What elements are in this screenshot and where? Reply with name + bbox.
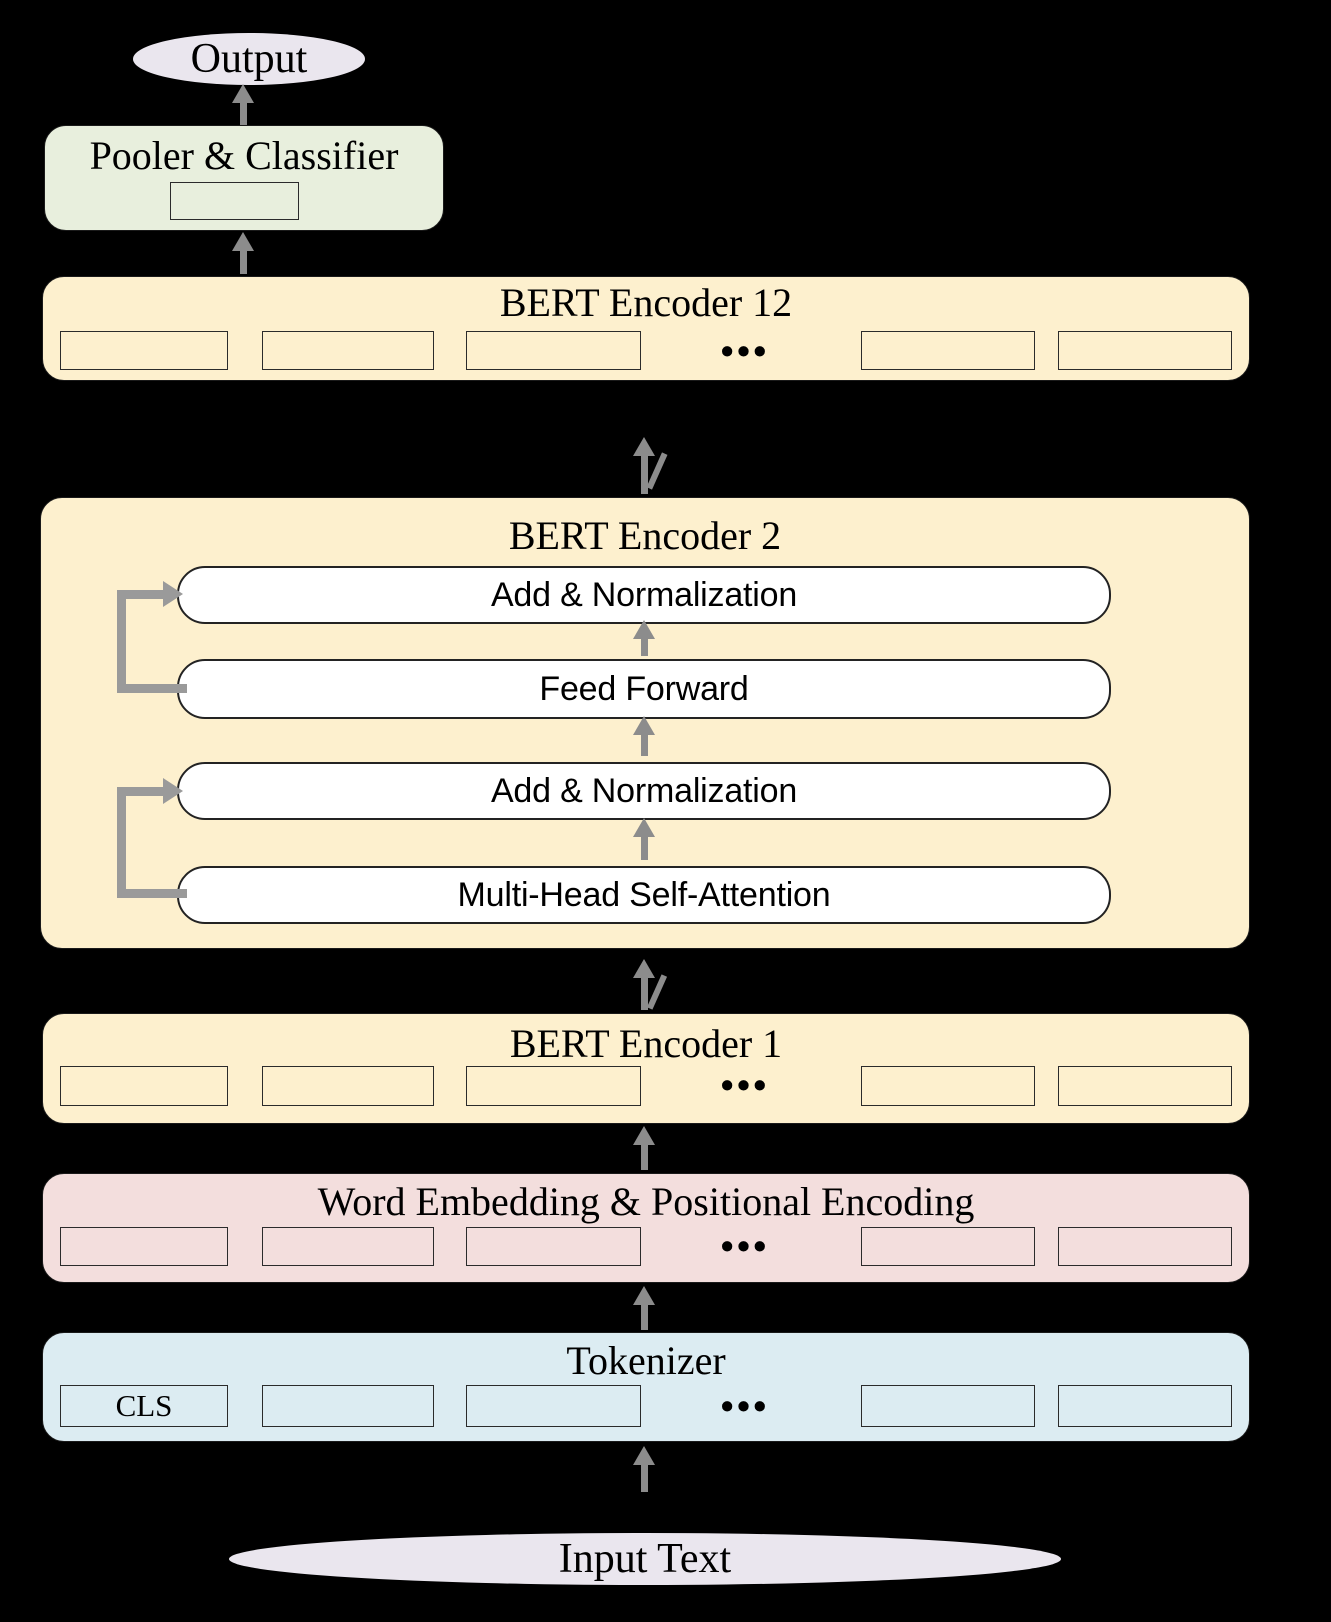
residual-ff-arrowhead: [163, 581, 183, 607]
encoder12-cell-2[interactable]: [466, 331, 641, 370]
bert-encoder-2-title: BERT Encoder 2: [508, 513, 782, 558]
encoder2-feed-forward[interactable]: Feed Forward: [177, 659, 1111, 719]
residual-mhsa-top-segment: [117, 787, 169, 796]
residual-mhsa-vertical-segment: [117, 787, 126, 898]
arrow-encoder12-to-pooler-head: [232, 232, 254, 251]
break-slash-lower-icon: [646, 974, 668, 1010]
encoder12-cell-1[interactable]: [262, 331, 434, 370]
embedding-cell-4[interactable]: [1058, 1227, 1232, 1266]
arrow-pooler-to-output-head: [232, 84, 254, 103]
word-embedding-panel[interactable]: Word Embedding & Positional Encoding: [42, 1173, 1250, 1283]
pooler-classifier-panel[interactable]: Pooler & Classifier: [44, 125, 444, 231]
arrow-addnorm1-to-ff-head: [633, 716, 655, 735]
encoder12-ellipsis: •••: [720, 331, 770, 373]
encoder1-cell-2[interactable]: [466, 1066, 641, 1106]
input-text-node[interactable]: Input Text: [229, 1533, 1061, 1585]
embedding-cell-1[interactable]: [262, 1227, 434, 1266]
arrow-encoder1-to-encoder2: [641, 974, 648, 1010]
arrow-ff-to-addnorm2: [641, 632, 648, 656]
encoder2-add-norm-1[interactable]: Add & Normalization: [177, 762, 1111, 820]
encoder1-ellipsis: •••: [720, 1065, 770, 1107]
arrow-encoder2-to-encoder12-head: [633, 437, 655, 456]
encoder12-cell-0[interactable]: [60, 331, 228, 370]
encoder1-cell-3[interactable]: [861, 1066, 1035, 1106]
tokenizer-title: Tokenizer: [566, 1338, 726, 1383]
tokenizer-ellipsis: •••: [720, 1386, 770, 1428]
tokenizer-panel[interactable]: Tokenizer: [42, 1332, 1250, 1442]
pooler-cls-cell[interactable]: [170, 182, 299, 220]
arrow-ff-to-addnorm2-head: [633, 620, 655, 639]
encoder1-cell-1[interactable]: [262, 1066, 434, 1106]
arrow-input-to-tokenizer: [641, 1460, 648, 1492]
pooler-classifier-title: Pooler & Classifier: [89, 133, 399, 178]
embedding-cell-2[interactable]: [466, 1227, 641, 1266]
tokenizer-cell-4[interactable]: [1058, 1385, 1232, 1427]
bert-encoder-1-panel[interactable]: BERT Encoder 1: [42, 1013, 1250, 1124]
arrow-tokenizer-to-embedding: [641, 1300, 648, 1330]
encoder12-cell-3[interactable]: [861, 331, 1035, 370]
encoder2-multi-head-self-attention[interactable]: Multi-Head Self-Attention: [177, 866, 1111, 924]
output-node[interactable]: Output: [133, 33, 365, 85]
tokenizer-cell-1[interactable]: [262, 1385, 434, 1427]
arrow-embedding-to-encoder1-head: [633, 1126, 655, 1145]
tokenizer-cell-2[interactable]: [466, 1385, 641, 1427]
tokenizer-cell-3[interactable]: [861, 1385, 1035, 1427]
arrow-mhsa-to-addnorm1: [641, 832, 648, 860]
bert-encoder-12-title: BERT Encoder 12: [499, 280, 793, 325]
input-text-node-label: Input Text: [558, 1536, 732, 1582]
arrow-encoder12-to-pooler: [240, 247, 247, 274]
arrow-tokenizer-to-embedding-head: [633, 1286, 655, 1305]
encoder1-cell-0[interactable]: [60, 1066, 228, 1106]
arrow-pooler-to-output: [240, 98, 247, 126]
embedding-ellipsis: •••: [720, 1226, 770, 1268]
encoder1-cell-4[interactable]: [1058, 1066, 1232, 1106]
embedding-cell-0[interactable]: [60, 1227, 228, 1266]
residual-ff-top-segment: [117, 590, 169, 599]
bert-encoder-1-title: BERT Encoder 1: [509, 1021, 783, 1066]
arrow-input-to-tokenizer-head: [633, 1446, 655, 1465]
arrow-encoder1-to-encoder2-head: [633, 959, 655, 978]
residual-mhsa-arrowhead: [163, 778, 183, 804]
bert-encoder-12-panel[interactable]: BERT Encoder 12: [42, 276, 1250, 381]
arrow-mhsa-to-addnorm1-head: [633, 818, 655, 837]
arrow-encoder2-to-encoder12: [641, 452, 648, 494]
arrow-addnorm1-to-ff: [641, 728, 648, 756]
residual-ff-vertical-segment: [117, 590, 126, 693]
break-slash-upper-icon: [646, 452, 668, 490]
residual-mhsa-bottom-segment: [117, 889, 187, 898]
output-node-label: Output: [190, 36, 308, 82]
tokenizer-cell-cls[interactable]: CLS: [60, 1385, 228, 1427]
embedding-cell-3[interactable]: [861, 1227, 1035, 1266]
residual-ff-bottom-segment: [117, 684, 187, 693]
encoder12-cell-4[interactable]: [1058, 331, 1232, 370]
arrow-embedding-to-encoder1: [641, 1140, 648, 1170]
encoder2-add-norm-2[interactable]: Add & Normalization: [177, 566, 1111, 624]
word-embedding-title: Word Embedding & Positional Encoding: [317, 1179, 975, 1224]
